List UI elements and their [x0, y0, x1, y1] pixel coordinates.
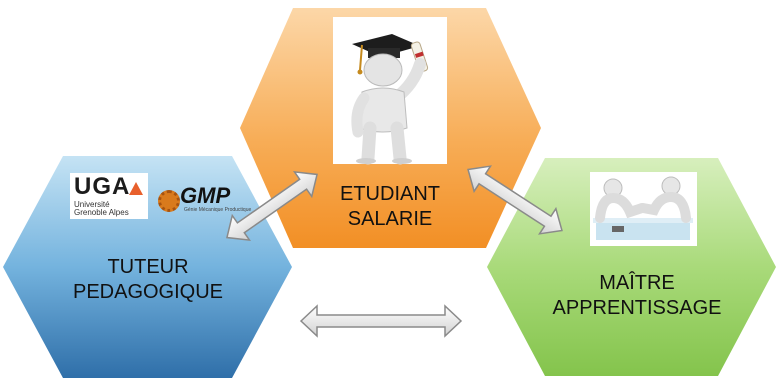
- student-label-line2: SALARIE: [347, 208, 433, 230]
- master-label-line2: APPRENTISSAGE: [552, 297, 722, 319]
- gmp-logo-mark: GMP: [180, 183, 231, 208]
- double-arrow-icon: [467, 165, 563, 235]
- gear-icon: [158, 190, 180, 212]
- student-label-line1: ETUDIANT: [340, 183, 440, 205]
- uga-logo: UGA Université Grenoble Alpes: [70, 173, 148, 219]
- uga-triangle-icon: [129, 182, 143, 195]
- double-arrow-icon: [226, 170, 318, 242]
- uga-logo-line1: Université: [74, 200, 110, 209]
- tutor-label-line1: TUTEUR: [107, 256, 189, 278]
- master-hexagon: [487, 158, 776, 376]
- uga-logo-line2: Grenoble Alpes: [74, 208, 129, 217]
- graduate-figure-icon: [333, 17, 447, 165]
- handshake-meeting-icon: [590, 172, 697, 246]
- gmp-logo: GMP Génie Mécanique Productique: [156, 182, 251, 218]
- student-label: ETUDIANT SALARIE: [300, 182, 480, 232]
- uga-logo-mark: UGA: [74, 173, 131, 200]
- tutor-label-line2: PEDAGOGIQUE: [72, 281, 224, 303]
- master-label-line1: MAÎTRE: [599, 272, 675, 294]
- gmp-logo-tagline: Génie Mécanique Productique: [184, 207, 252, 213]
- master-label: MAÎTRE APPRENTISSAGE: [537, 271, 737, 321]
- double-arrow-icon: [299, 304, 463, 338]
- tutor-label: TUTEUR PEDAGOGIQUE: [43, 255, 253, 305]
